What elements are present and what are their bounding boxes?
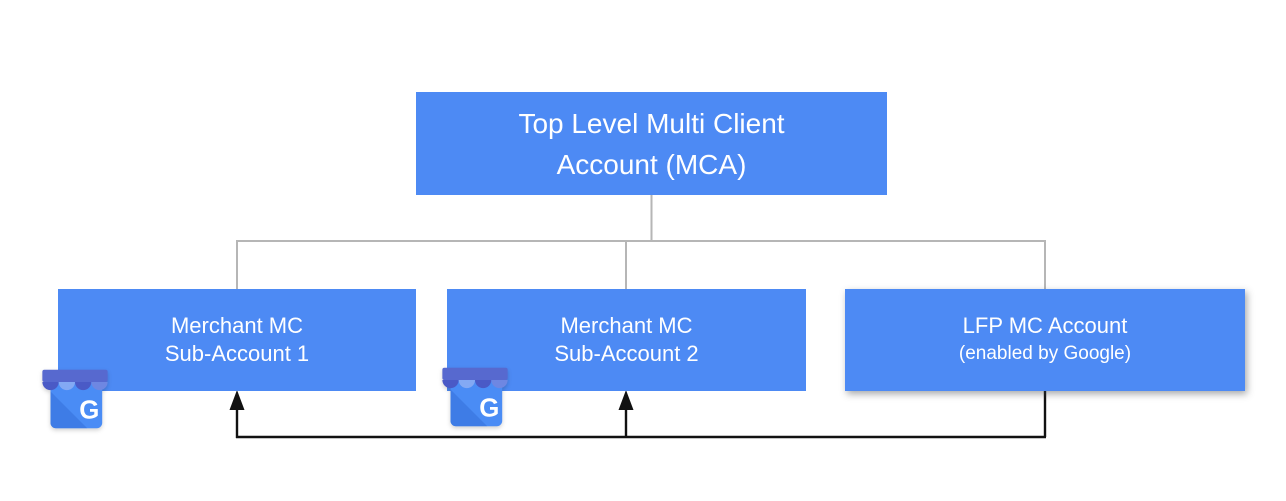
- node-merchant-sub-account-1: Merchant MC Sub-Account 1: [58, 289, 416, 391]
- gmb-g-letter: G: [79, 397, 99, 425]
- node-label-line2: Sub-Account 2: [554, 341, 699, 366]
- google-my-business-icon: G: [42, 369, 108, 429]
- node-label-line2: (enabled by Google): [958, 343, 1132, 364]
- google-my-business-icon: G: [442, 367, 508, 427]
- tree-connector: [236, 195, 1046, 289]
- arrowhead-to-sub-account-2: [618, 390, 634, 410]
- node-label-line1: Top Level Multi Client: [518, 107, 785, 139]
- node-label-line1: Merchant MC: [170, 313, 304, 338]
- feedback-arrow-line: [235, 391, 1047, 439]
- arrowhead-to-sub-account-1: [229, 390, 245, 410]
- node-label-line1: LFP MC Account: [962, 313, 1128, 338]
- node-label-line2: Sub-Account 1: [164, 341, 310, 366]
- node-label-line1: Merchant MC: [560, 313, 693, 338]
- node-top-level-mca: Top Level Multi Client Account (MCA): [416, 92, 887, 195]
- node-lfp-mc-account: LFP MC Account (enabled by Google): [845, 289, 1245, 391]
- gmb-g-letter: G: [479, 395, 499, 423]
- node-label-line2: Account (MCA): [556, 148, 747, 180]
